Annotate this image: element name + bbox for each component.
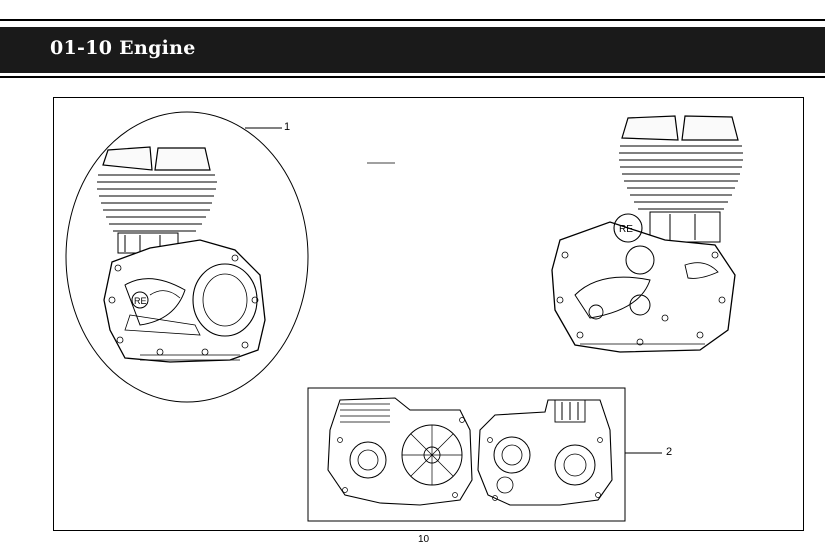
page-number: 10: [418, 534, 430, 545]
section-title-bar: 01-10 Engine: [0, 27, 825, 73]
top-rule: [0, 19, 825, 21]
engine-left-view: RE: [65, 111, 309, 403]
svg-text:RE: RE: [134, 296, 147, 306]
callout-1-label: 1: [284, 121, 291, 133]
page-title: 01-10 Engine: [50, 37, 196, 59]
diagram-frame: [53, 97, 804, 531]
engine-right-view: RE: [551, 115, 743, 353]
callout-2-label: 2: [666, 446, 673, 458]
bottom-rule: [0, 76, 825, 78]
svg-text:RE: RE: [619, 224, 633, 235]
crankcase-inset: [307, 387, 626, 522]
